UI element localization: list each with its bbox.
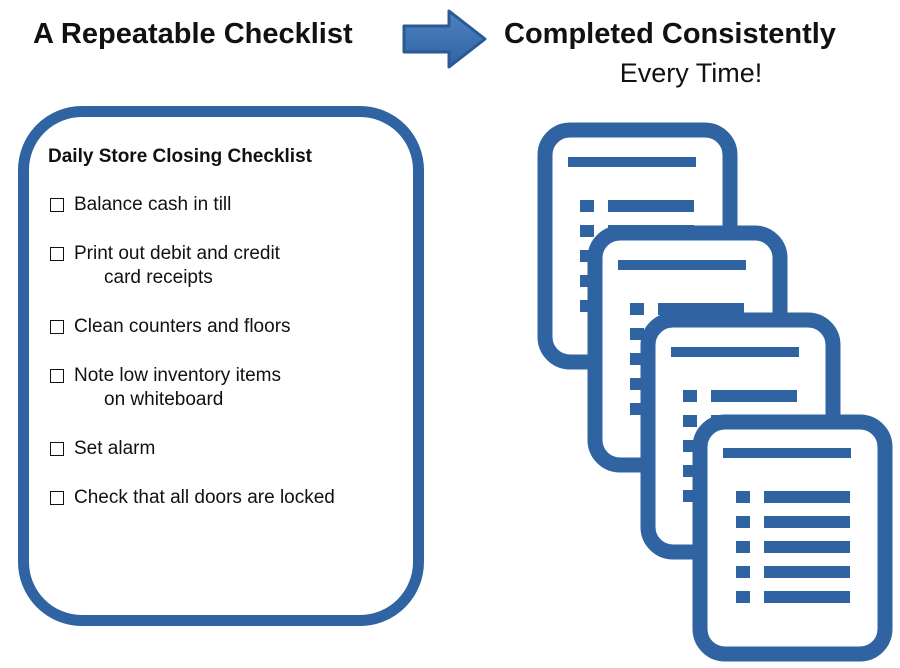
checklist-item-continuation: on whiteboard <box>104 389 224 410</box>
checklist-item: Clean counters and floors <box>50 315 335 339</box>
right-subheading: Every Time! <box>619 58 763 88</box>
checklist-item-text: Note low inventory items on whiteboard <box>74 364 281 412</box>
left-heading: A Repeatable Checklist <box>33 18 353 50</box>
checklist-item-text: Set alarm <box>74 437 155 461</box>
checklist-item: Note low inventory items on whiteboard <box>50 364 335 412</box>
checklist-title: Daily Store Closing Checklist <box>48 146 312 167</box>
checklist-item-text: Check that all doors are locked <box>74 486 335 510</box>
checklist-document-icon <box>692 414 893 662</box>
checkbox-icon <box>50 198 64 212</box>
checklist-item-text: Balance cash in till <box>74 193 231 217</box>
checklist-item: Set alarm <box>50 437 335 461</box>
checklist-item: Check that all doors are locked <box>50 486 335 510</box>
checkbox-icon <box>50 491 64 505</box>
checklist-item: Balance cash in till <box>50 193 335 217</box>
checkbox-icon <box>50 442 64 456</box>
checklist-item-text: Print out debit and credit card receipts <box>74 242 280 290</box>
right-heading: Completed Consistently <box>504 18 836 50</box>
checklist-item-text: Clean counters and floors <box>74 315 291 339</box>
checklist-item-line: Clean counters and floors <box>74 316 291 337</box>
checklist-card <box>18 106 424 626</box>
stacked-documents-illustration <box>537 122 893 662</box>
checkbox-icon <box>50 369 64 383</box>
checklist-item-line: Print out debit and credit <box>74 243 280 264</box>
checklist-items: Balance cash in till Print out debit and… <box>50 193 335 535</box>
checklist-item-line: Balance cash in till <box>74 194 232 215</box>
right-arrow-icon <box>402 9 487 69</box>
checkbox-icon <box>50 320 64 334</box>
checklist-item-line: Note low inventory items <box>74 365 281 386</box>
checklist-item-continuation: card receipts <box>104 267 213 288</box>
checklist-item-line: Set alarm <box>74 438 156 459</box>
checklist-item: Print out debit and credit card receipts <box>50 242 335 290</box>
checklist-item-line: Check that all doors are locked <box>74 487 335 508</box>
checkbox-icon <box>50 247 64 261</box>
